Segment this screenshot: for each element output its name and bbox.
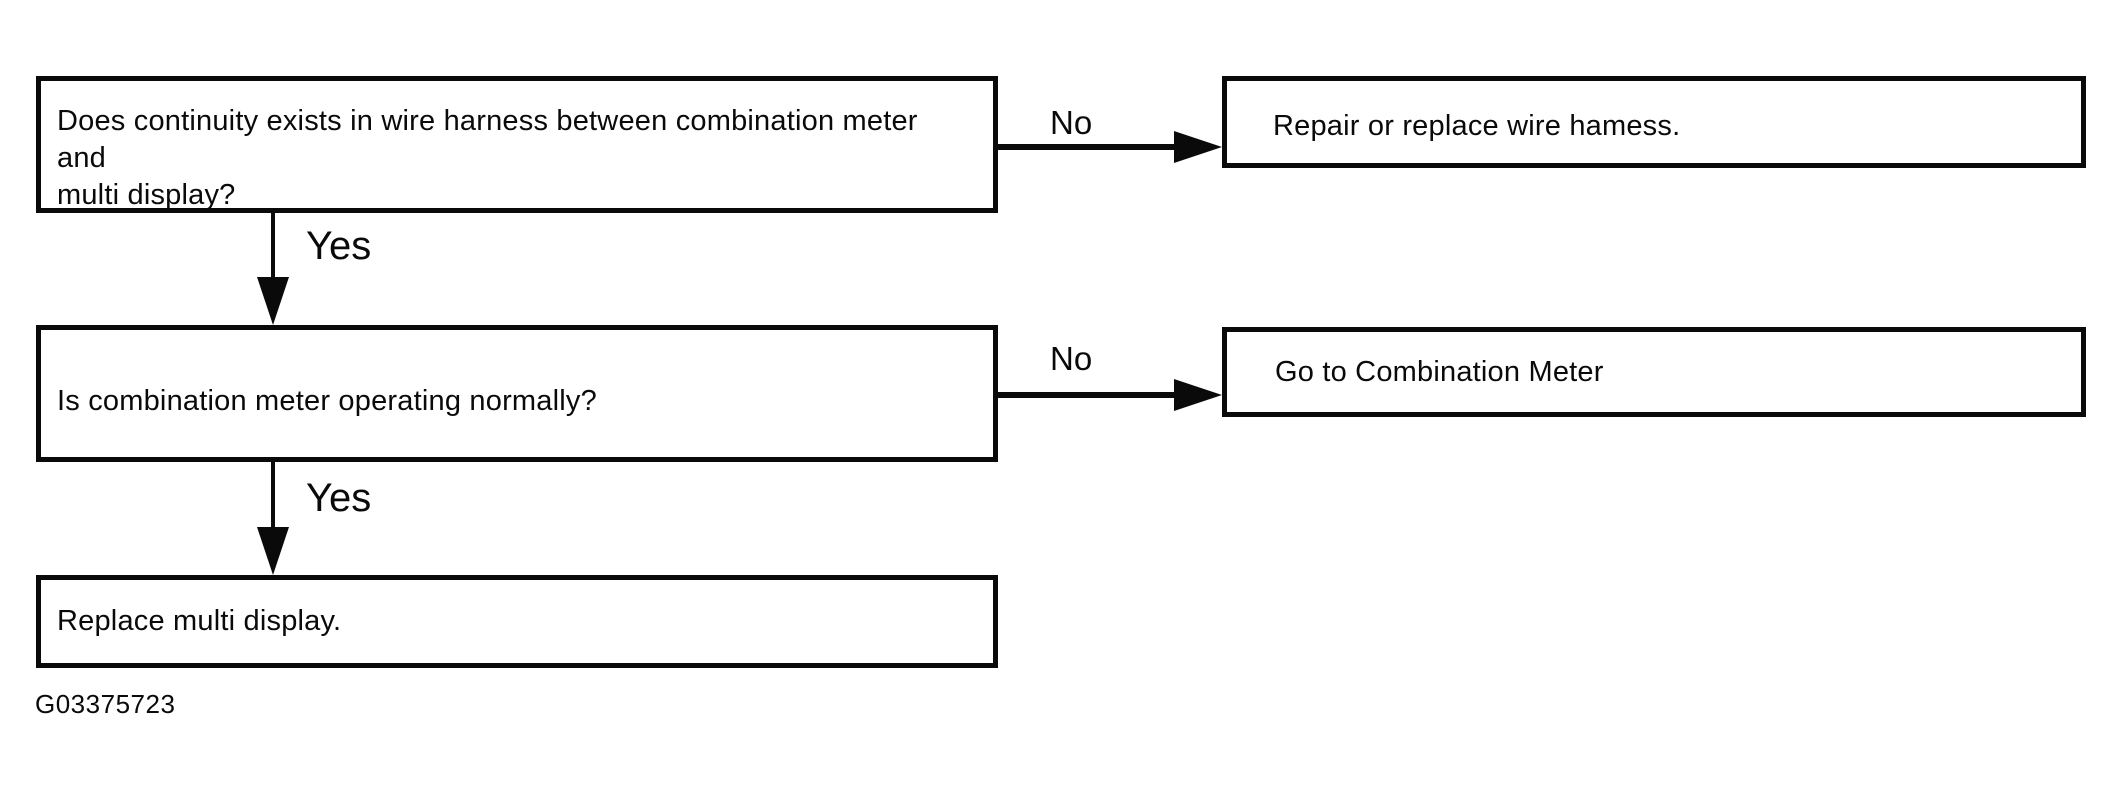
question-box-wire-harness-text: Does continuity exists in wire harness b… (57, 103, 1007, 214)
arrow-down-icon (257, 277, 289, 325)
question-line-2: and (57, 142, 106, 174)
question-box-combination-meter-text: Is combination meter operating normally? (57, 385, 597, 417)
question-line-3: multi display? (57, 179, 236, 211)
no-label-1: No (1050, 104, 1093, 141)
no-arrow-2-line (998, 392, 1180, 398)
no-arrow-1-line (998, 144, 1180, 150)
yes-label-2: Yes (306, 476, 372, 520)
result-box-go-to-combination-meter (1222, 327, 2086, 417)
question-box-wire-harness-continuity (36, 76, 998, 213)
action-box-replace-multi-display (36, 575, 998, 668)
arrow-right-icon (1174, 131, 1222, 163)
no-label-2: No (1050, 340, 1093, 377)
yes-arrow-2-line (271, 462, 275, 534)
arrow-right-icon (1174, 379, 1222, 411)
yes-arrow-1-line (271, 213, 275, 285)
result-box-repair-harness (1222, 76, 2086, 168)
action-box-replace-multi-display-text: Replace multi display. (57, 605, 342, 637)
arrow-down-icon (257, 527, 289, 575)
figure-code-label: G03375723 (35, 689, 176, 719)
question-box-combination-meter (36, 325, 998, 462)
yes-label-1: Yes (306, 224, 372, 268)
result-box-go-to-combination-meter-text: Go to Combination Meter (1275, 356, 1604, 388)
result-box-repair-harness-text: Repair or replace wire hamess. (1273, 110, 1681, 142)
question-line-1: Does continuity exists in wire harness b… (57, 105, 918, 137)
